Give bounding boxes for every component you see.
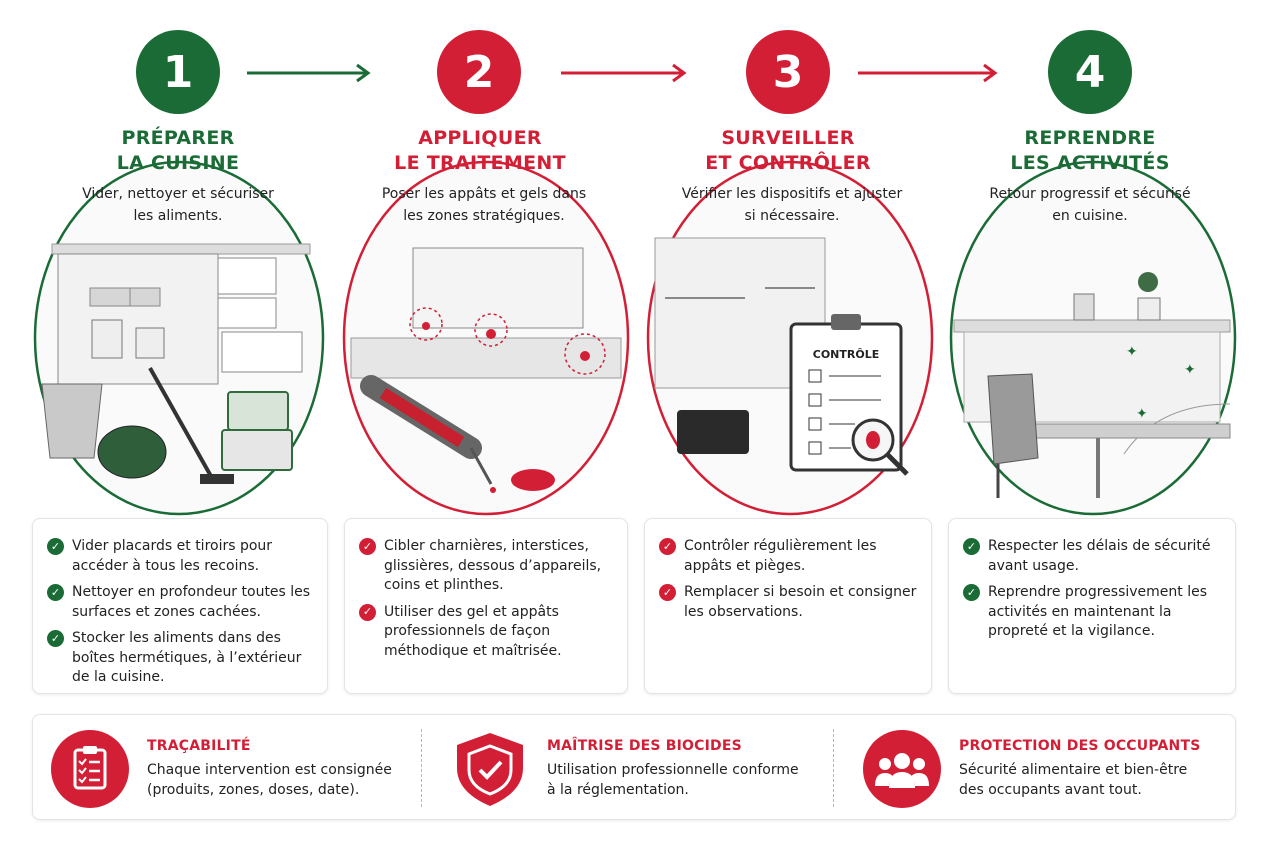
step-2-card: ✓Cibler charnières, interstices, glissiè… bbox=[344, 518, 628, 694]
monitoring-control-illustration: CONTRÔLE bbox=[646, 160, 934, 516]
list-item: ✓Nettoyer en profondeur toutes les surfa… bbox=[47, 583, 313, 622]
arrow-right-icon bbox=[247, 63, 371, 83]
step-1-number: 1 bbox=[136, 30, 220, 114]
list-item: ✓Vider placards et tiroirs pour accéder … bbox=[47, 537, 313, 576]
svg-text:✦: ✦ bbox=[1136, 406, 1148, 422]
step-4-number: 4 bbox=[1048, 30, 1132, 114]
check-icon: ✓ bbox=[359, 603, 376, 621]
divider bbox=[833, 729, 834, 807]
footer-item-protection: PROTECTION DES OCCUPANTS Sécurité alimen… bbox=[863, 729, 1201, 809]
step-3-card: ✓Contrôler régulièrement les appâts et p… bbox=[644, 518, 932, 694]
clipboard-checklist-icon bbox=[51, 730, 129, 808]
list-item: ✓Stocker les aliments dans des boîtes he… bbox=[47, 629, 313, 688]
list-item: ✓Remplacer si besoin et consigner les ob… bbox=[659, 583, 917, 622]
footer-item-title: MAÎTRISE DES BIOCIDES bbox=[547, 738, 742, 754]
arrow-right-icon bbox=[858, 63, 998, 83]
svg-text:✦: ✦ bbox=[1126, 344, 1138, 360]
clipboard-label: CONTRÔLE bbox=[813, 348, 879, 361]
step-3-number: 3 bbox=[746, 30, 830, 114]
people-group-icon bbox=[863, 730, 941, 808]
footer-item-tracabilite: TRAÇABILITÉ Chaque intervention est cons… bbox=[51, 729, 392, 809]
step-1-card: ✓Vider placards et tiroirs pour accéder … bbox=[32, 518, 328, 694]
step-2-number: 2 bbox=[437, 30, 521, 114]
check-icon: ✓ bbox=[659, 584, 676, 601]
check-icon: ✓ bbox=[359, 538, 376, 555]
list-item: ✓Respecter les délais de sécurité avant … bbox=[963, 537, 1221, 576]
divider bbox=[421, 729, 422, 807]
treatment-application-illustration bbox=[342, 160, 630, 516]
check-icon: ✓ bbox=[47, 538, 64, 555]
svg-text:✦: ✦ bbox=[1184, 362, 1196, 378]
arrow-right-icon bbox=[561, 63, 687, 83]
footer-item-title: PROTECTION DES OCCUPANTS bbox=[959, 738, 1201, 754]
footer-item-description: Chaque intervention est consignée(produi… bbox=[147, 762, 392, 798]
step-4-card: ✓Respecter les délais de sécurité avant … bbox=[948, 518, 1236, 694]
list-item: ✓Reprendre progressivement les activités… bbox=[963, 583, 1221, 642]
list-item: ✓Cibler charnières, interstices, glissiè… bbox=[359, 537, 613, 596]
footer-item-title: TRAÇABILITÉ bbox=[147, 738, 251, 754]
check-icon: ✓ bbox=[963, 538, 980, 555]
footer-panel: TRAÇABILITÉ Chaque intervention est cons… bbox=[32, 714, 1236, 820]
footer-item-biocides: MAÎTRISE DES BIOCIDES Utilisation profes… bbox=[451, 729, 799, 809]
list-item: ✓Utiliser des gel et appâts professionne… bbox=[359, 603, 613, 662]
shield-check-icon bbox=[451, 730, 529, 808]
check-icon: ✓ bbox=[659, 538, 676, 555]
check-icon: ✓ bbox=[47, 584, 64, 601]
resume-activities-illustration: ✦ ✦ ✦ bbox=[949, 160, 1237, 516]
list-item: ✓Contrôler régulièrement les appâts et p… bbox=[659, 537, 917, 576]
check-icon: ✓ bbox=[47, 630, 64, 647]
kitchen-preparation-illustration bbox=[33, 160, 325, 516]
check-icon: ✓ bbox=[963, 584, 980, 601]
